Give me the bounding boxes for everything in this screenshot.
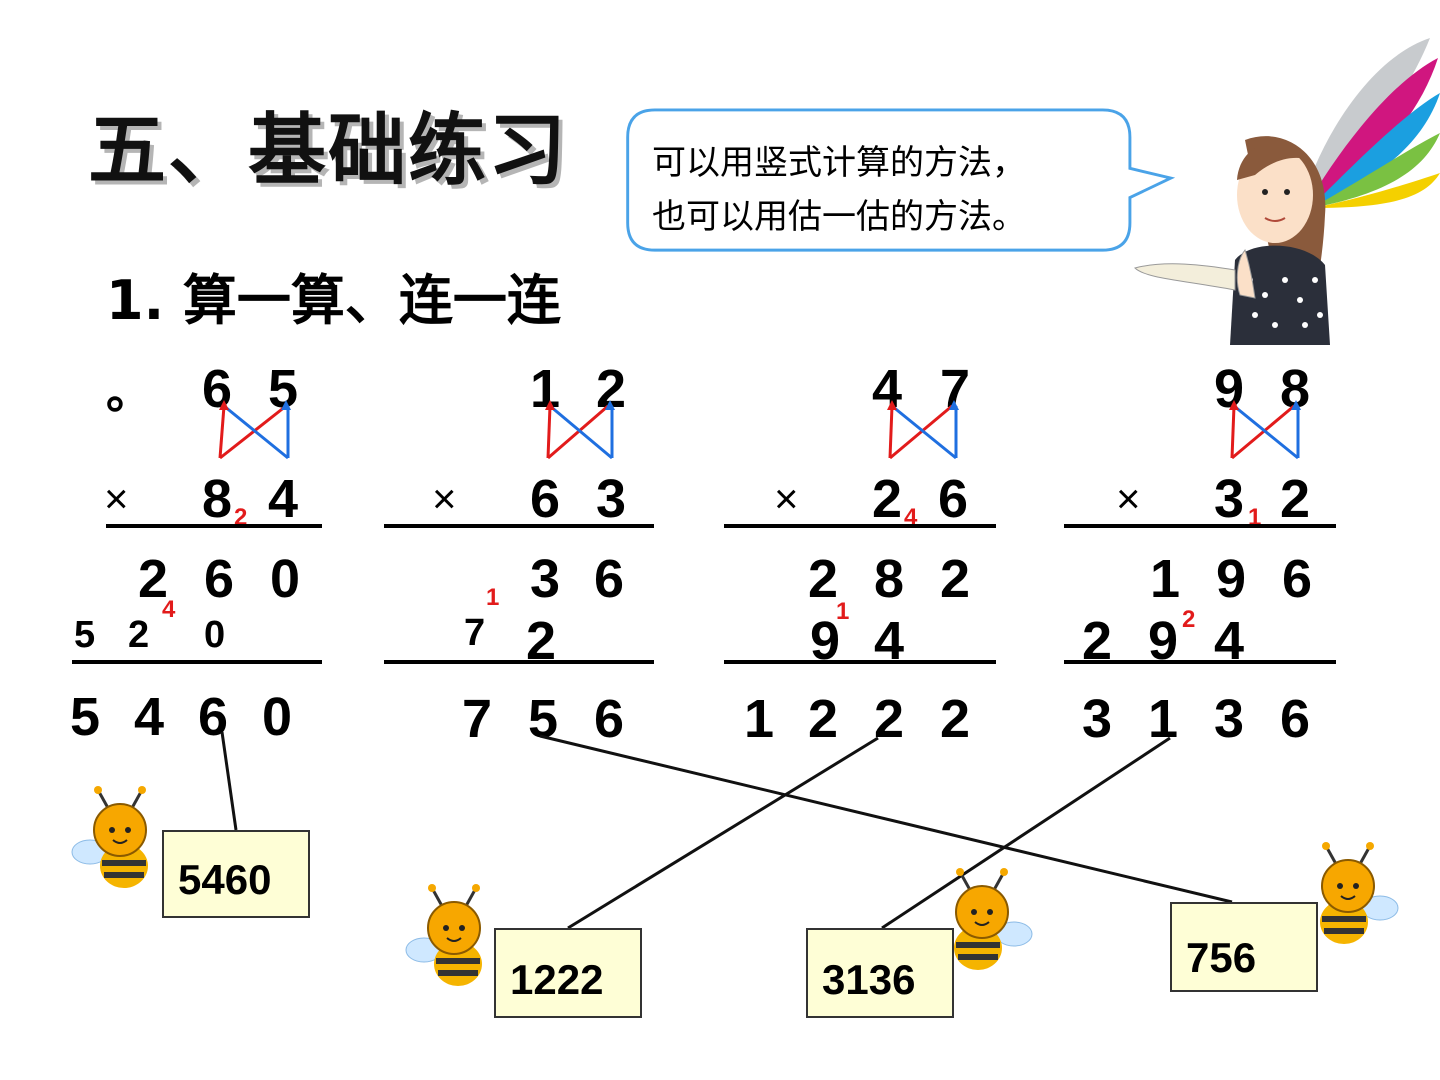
- p3-times-sign: ×: [774, 475, 799, 522]
- p3-rule-2: [724, 660, 996, 664]
- p3-bottom-digit: 2: [872, 469, 903, 529]
- bee-icon: [954, 868, 1033, 970]
- p2-partial2-digit: 2: [526, 611, 557, 671]
- p1-result-digit: 4: [134, 687, 165, 747]
- p4-partial2-digit: 2: [1082, 611, 1113, 671]
- bubble-line-1: 可以用竖式计算的方法，: [652, 143, 1026, 183]
- p2-partial2-digit: 7: [464, 612, 486, 654]
- bee-icon: [71, 786, 148, 888]
- p2-rule-2: [384, 660, 654, 664]
- p2-result-digit: 6: [594, 689, 625, 749]
- p4-top-digit: 9: [1214, 359, 1245, 419]
- bubble-text: 可以用竖式计算的方法， 也可以用估一估的方法。: [652, 136, 1026, 244]
- p1-result-digit: 0: [262, 687, 293, 747]
- p1-partial1-digit: 2: [138, 549, 169, 609]
- heading-period: 。: [106, 365, 152, 419]
- p3-rule-1: [724, 524, 996, 528]
- rainbow-fan-icon: [1300, 38, 1440, 208]
- p2-rule-1: [384, 524, 654, 528]
- p4-times-sign: ×: [1116, 475, 1141, 522]
- p4-result-digit: 1: [1148, 689, 1179, 749]
- p1-partial2-digit: 5: [74, 614, 96, 656]
- match-line-5460: [220, 731, 238, 831]
- answer-label: 756: [1186, 934, 1257, 981]
- p2-times-sign: ×: [432, 475, 457, 522]
- p1-bottom-digit: 8: [202, 469, 233, 529]
- p4-partial2-digit: 9: [1148, 611, 1179, 671]
- p3-partial1-digit: 2: [940, 549, 971, 609]
- p4-rule-1: [1064, 524, 1336, 528]
- p3-bottom-carry: 4: [904, 504, 918, 531]
- p2-partial2-carry: 1: [486, 584, 500, 611]
- p1-partial2-digit: 2: [128, 614, 150, 656]
- p4-cross-arrows: [1229, 400, 1301, 460]
- p4-bottom-carry: 1: [1248, 504, 1262, 531]
- match-line-1222: [567, 736, 879, 930]
- p3-result-digit: 1: [744, 689, 775, 749]
- p4-bottom-digit: 2: [1280, 469, 1311, 529]
- p3-result-digit: 2: [940, 689, 971, 749]
- answer-box-1222[interactable]: 1222: [494, 928, 642, 1018]
- p4-result-digit: 3: [1214, 689, 1245, 749]
- answer-label: 1222: [510, 956, 604, 1003]
- p4-result-digit: 3: [1082, 689, 1113, 749]
- bee-icon: [405, 884, 482, 986]
- girl-teacher-icon: [1134, 136, 1330, 345]
- p1-partial1-digit: 0: [270, 549, 301, 609]
- p3-bottom-digit: 6: [938, 469, 969, 529]
- p3-result-digit: 2: [874, 689, 905, 749]
- p4-partial2-carry: 2: [1182, 606, 1196, 633]
- p2-top-digit: 1: [530, 359, 561, 419]
- p3-result-digit: 2: [808, 689, 839, 749]
- p4-partial1-digit: 9: [1216, 549, 1247, 609]
- p3-top-digit: 4: [872, 359, 903, 419]
- answer-box-5460[interactable]: 5460: [162, 830, 310, 918]
- page-title: 五、基础练习: [88, 105, 569, 196]
- p1-bottom-digit: 4: [268, 469, 299, 529]
- p2-partial1-digit: 6: [594, 549, 625, 609]
- p4-partial1-digit: 1: [1150, 549, 1181, 609]
- answer-label: 3136: [822, 956, 916, 1003]
- p4-bottom-digit: 3: [1214, 469, 1245, 529]
- p3-partial1-digit: 2: [808, 549, 839, 609]
- p2-result-digit: 7: [462, 689, 493, 749]
- p3-cross-arrows: [887, 400, 959, 460]
- p4-result-digit: 6: [1280, 689, 1311, 749]
- p4-partial2-digit: 4: [1214, 611, 1245, 671]
- p1-partial1-digit: 6: [204, 549, 235, 609]
- answer-box-3136[interactable]: 3136: [806, 928, 954, 1018]
- exercise-heading: 1. 算一算、连一连: [106, 269, 561, 332]
- p1-bottom-carry: 2: [234, 504, 248, 531]
- p2-bottom-digit: 6: [530, 469, 561, 529]
- p3-partial2-digit: 4: [874, 611, 905, 671]
- p2-bottom-digit: 3: [596, 469, 627, 529]
- p1-rule-1: [106, 524, 322, 528]
- p2-cross-arrows: [545, 400, 615, 460]
- p1-partial2-carry: 4: [162, 596, 176, 623]
- match-line-756: [539, 734, 1233, 904]
- p1-cross-arrows: [218, 400, 291, 460]
- speech-bubble: [626, 108, 1176, 252]
- p1-result-digit: 5: [70, 687, 101, 747]
- p1-partial2-digit: 0: [204, 614, 226, 656]
- p4-rule-2: [1064, 660, 1336, 664]
- answer-box-756[interactable]: 756: [1170, 902, 1318, 992]
- bubble-line-2: 也可以用估一估的方法。: [652, 197, 1026, 237]
- p3-partial1-digit: 8: [874, 549, 905, 609]
- p3-partial2-carry: 1: [836, 598, 850, 625]
- p1-rule-2: [72, 660, 322, 664]
- answer-label: 5460: [178, 856, 272, 903]
- p2-partial1-digit: 3: [530, 549, 561, 609]
- p3-partial2-digit: 9: [810, 611, 841, 671]
- bee-icon: [1320, 842, 1399, 944]
- p1-times-sign: ×: [104, 475, 129, 522]
- p4-partial1-digit: 6: [1282, 549, 1313, 609]
- match-line-3136: [881, 736, 1171, 930]
